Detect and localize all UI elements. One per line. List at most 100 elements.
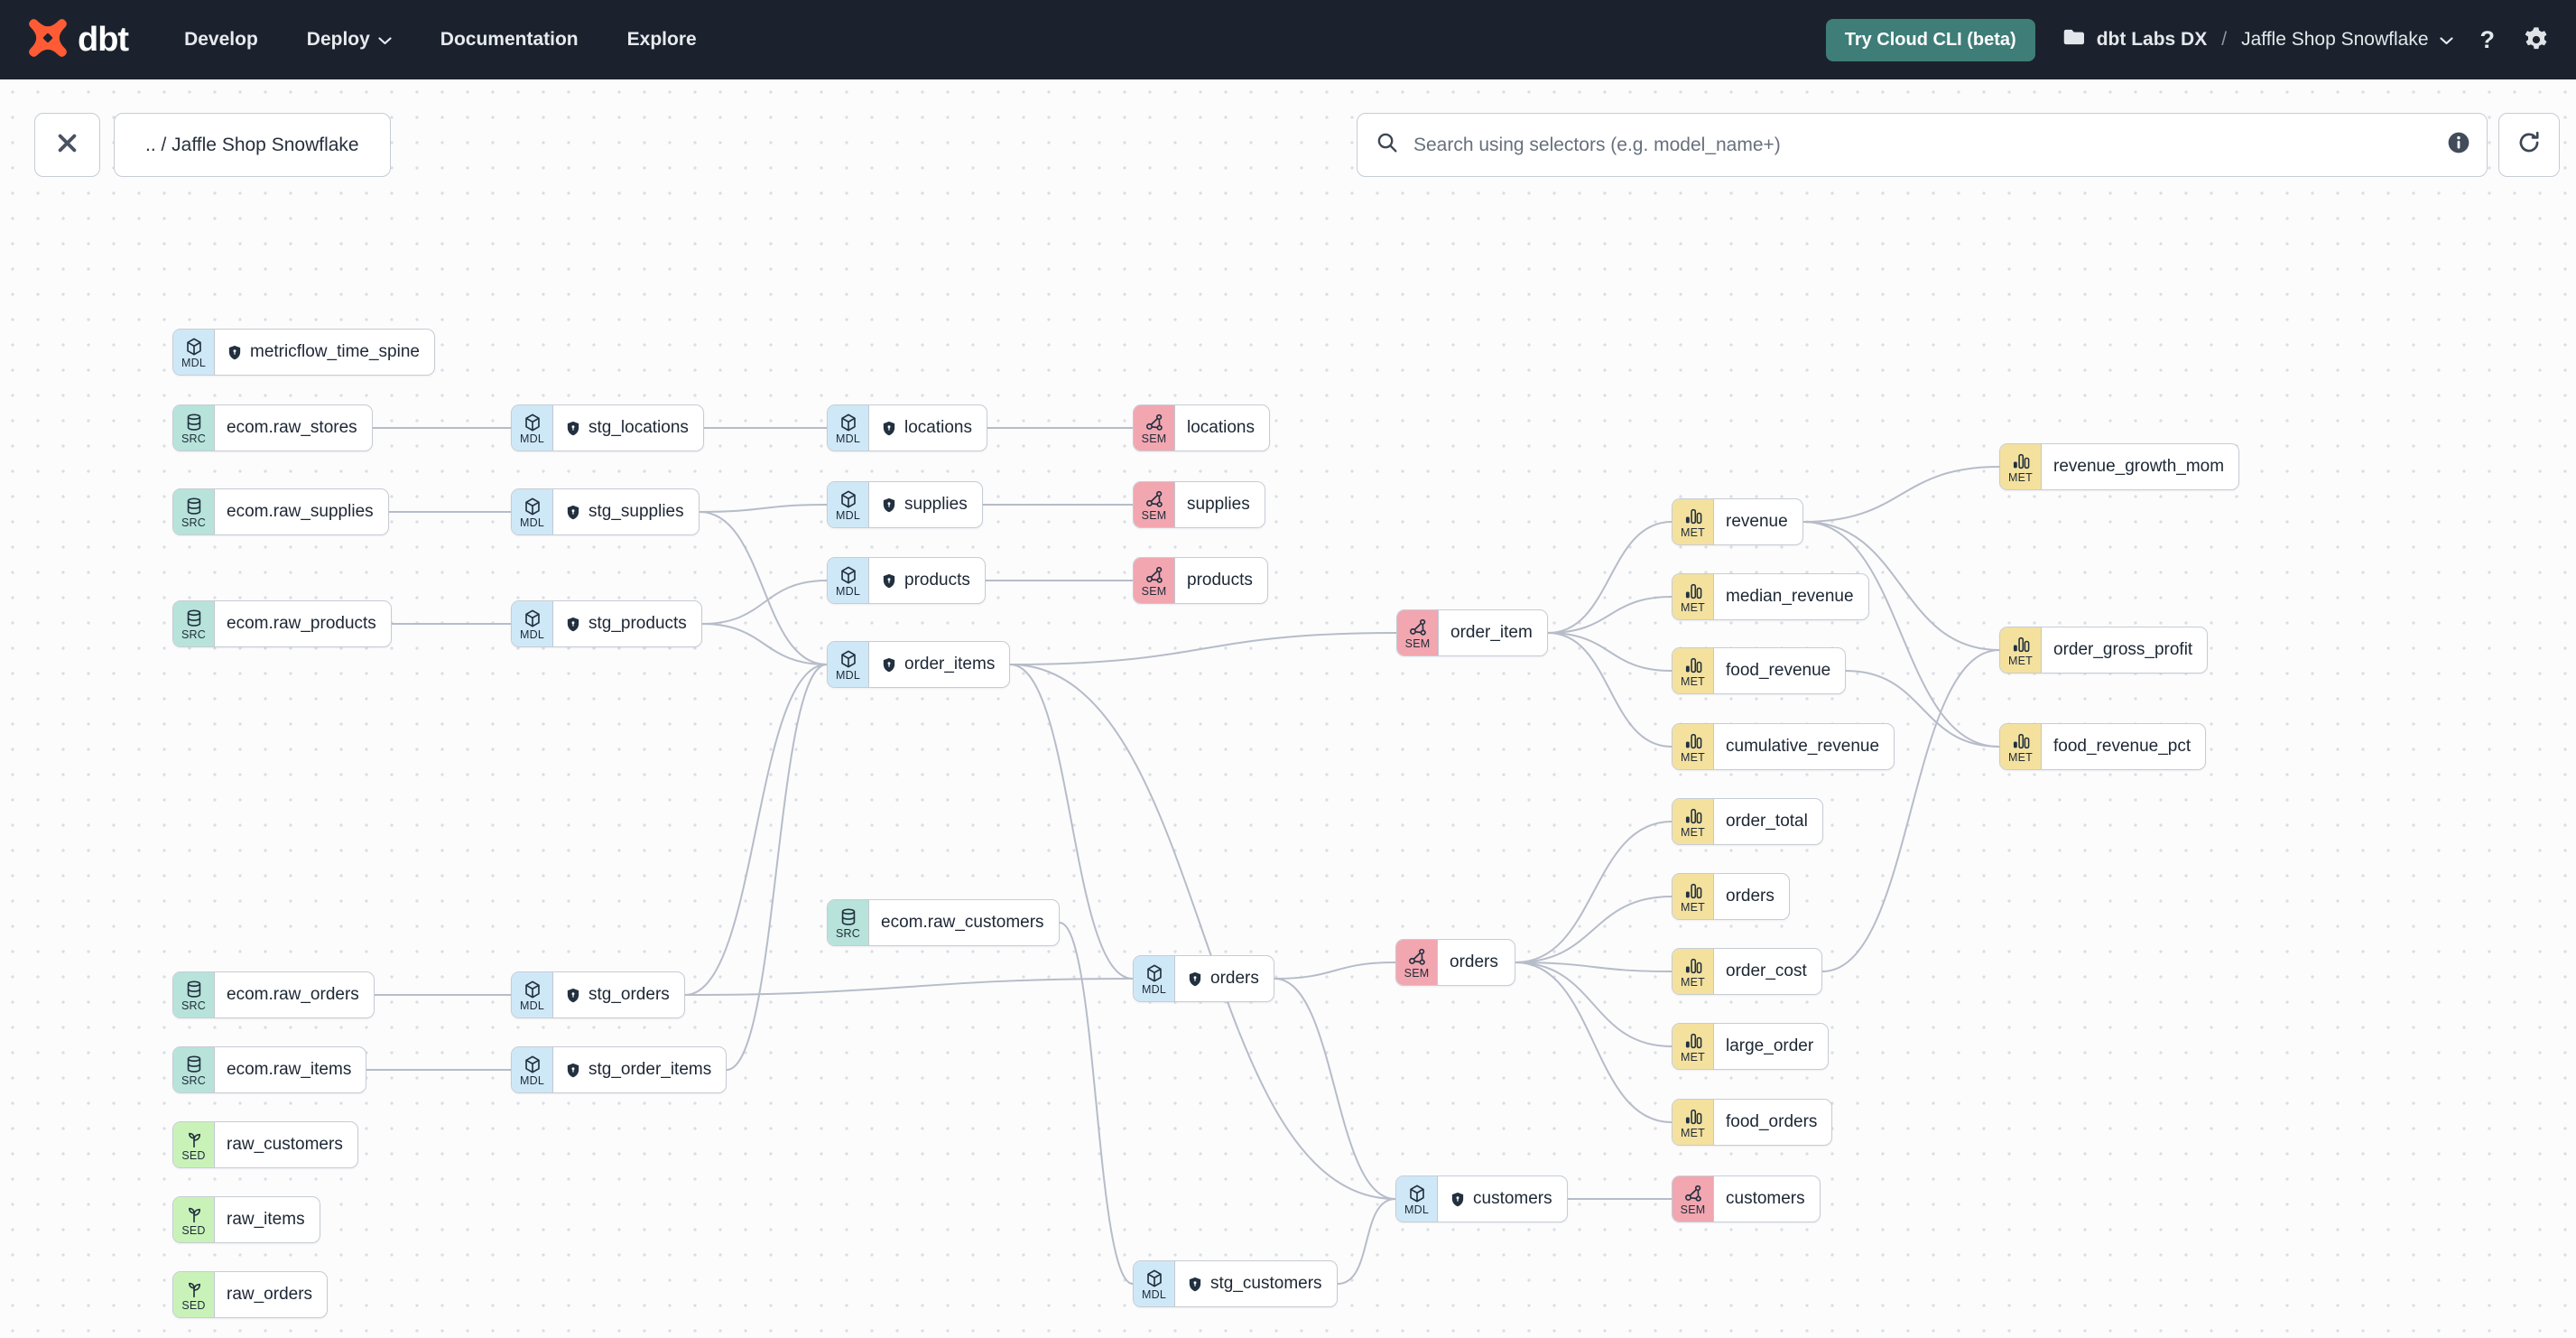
cube-icon: MDL xyxy=(512,601,553,646)
node-label: ecom.raw_stores xyxy=(227,418,357,437)
database-icon: SRC xyxy=(173,489,215,534)
node-label: metricflow_time_spine xyxy=(250,342,420,361)
folder-icon xyxy=(2062,26,2086,53)
nav-documentation[interactable]: Documentation xyxy=(440,29,579,50)
node-label: orders xyxy=(1210,969,1259,988)
bar-chart-icon: MET xyxy=(2000,724,2042,769)
shield-icon xyxy=(881,656,897,674)
graph-node-ecom_raw_supplies[interactable]: SRC ecom.raw_supplies xyxy=(172,488,389,535)
node-label: order_item xyxy=(1450,623,1533,642)
node-label: raw_orders xyxy=(227,1285,313,1304)
account-name: dbt Labs DX xyxy=(2096,29,2208,50)
graph-node-order_item_sem[interactable]: SEM order_item xyxy=(1396,609,1548,656)
search-input[interactable] xyxy=(1413,134,2447,156)
node-label: ecom.raw_orders xyxy=(227,985,359,1004)
gear-icon[interactable] xyxy=(2522,25,2551,54)
semantic-graph-icon: SEM xyxy=(1134,405,1175,451)
nav-explore[interactable]: Explore xyxy=(626,29,697,50)
node-label: ecom.raw_supplies xyxy=(227,502,374,521)
shield-icon xyxy=(881,420,897,437)
database-icon: SRC xyxy=(828,900,869,945)
lineage-breadcrumb[interactable]: .. / Jaffle Shop Snowflake xyxy=(114,113,391,177)
nav-develop[interactable]: Develop xyxy=(184,29,258,50)
database-icon: SRC xyxy=(173,1047,215,1092)
node-label: ecom.raw_customers xyxy=(881,913,1044,932)
help-icon[interactable]: ? xyxy=(2479,25,2496,53)
chevron-down-icon xyxy=(2439,29,2453,51)
node-label: locations xyxy=(1187,418,1255,437)
dbt-wordmark: dbt xyxy=(78,20,129,59)
chevron-down-icon xyxy=(378,29,392,51)
cube-icon: MDL xyxy=(828,558,869,603)
selector-search xyxy=(1357,113,2488,177)
node-label: order_cost xyxy=(1726,962,1807,980)
breadcrumb-separator: / xyxy=(2221,29,2228,50)
graph-node-locations_sem[interactable]: SEM locations xyxy=(1133,404,1270,451)
nav-deploy[interactable]: Deploy xyxy=(307,29,392,51)
refresh-lineage-button[interactable] xyxy=(2498,113,2560,177)
project-breadcrumb[interactable]: dbt Labs DX / Jaffle Shop Snowflake xyxy=(2062,26,2453,53)
semantic-graph-icon: SEM xyxy=(1673,1176,1714,1222)
semantic-graph-icon: SEM xyxy=(1134,482,1175,527)
graph-node-ecom_raw_customers[interactable]: SRC ecom.raw_customers xyxy=(827,899,1060,946)
node-label: order_gross_profit xyxy=(2053,640,2193,659)
bar-chart-icon: MET xyxy=(1673,799,1714,844)
dbt-logo[interactable]: dbt xyxy=(27,17,129,63)
info-icon[interactable] xyxy=(2447,131,2470,159)
shield-icon xyxy=(1187,1276,1203,1293)
cube-icon: MDL xyxy=(828,405,869,451)
close-lineage-button[interactable] xyxy=(34,113,100,177)
lineage-canvas[interactable] xyxy=(0,79,2576,1338)
bar-chart-icon: MET xyxy=(1673,724,1714,769)
node-label: products xyxy=(1187,571,1253,590)
node-label: ecom.raw_products xyxy=(227,614,376,633)
project-name: Jaffle Shop Snowflake xyxy=(2241,29,2429,50)
bar-chart-icon: MET xyxy=(1673,648,1714,693)
shield-icon xyxy=(565,1062,581,1079)
cube-icon: MDL xyxy=(828,642,869,687)
shield-icon xyxy=(1187,971,1203,988)
bar-chart-icon: MET xyxy=(1673,1024,1714,1069)
semantic-graph-icon: SEM xyxy=(1397,610,1439,655)
node-label: median_revenue xyxy=(1726,587,1854,606)
node-label: large_order xyxy=(1726,1036,1814,1055)
try-cloud-cli-button[interactable]: Try Cloud CLI (beta) xyxy=(1825,18,2035,61)
cube-icon: MDL xyxy=(1396,1176,1438,1222)
graph-node-large_order[interactable]: MET large_order xyxy=(1672,1023,1830,1070)
